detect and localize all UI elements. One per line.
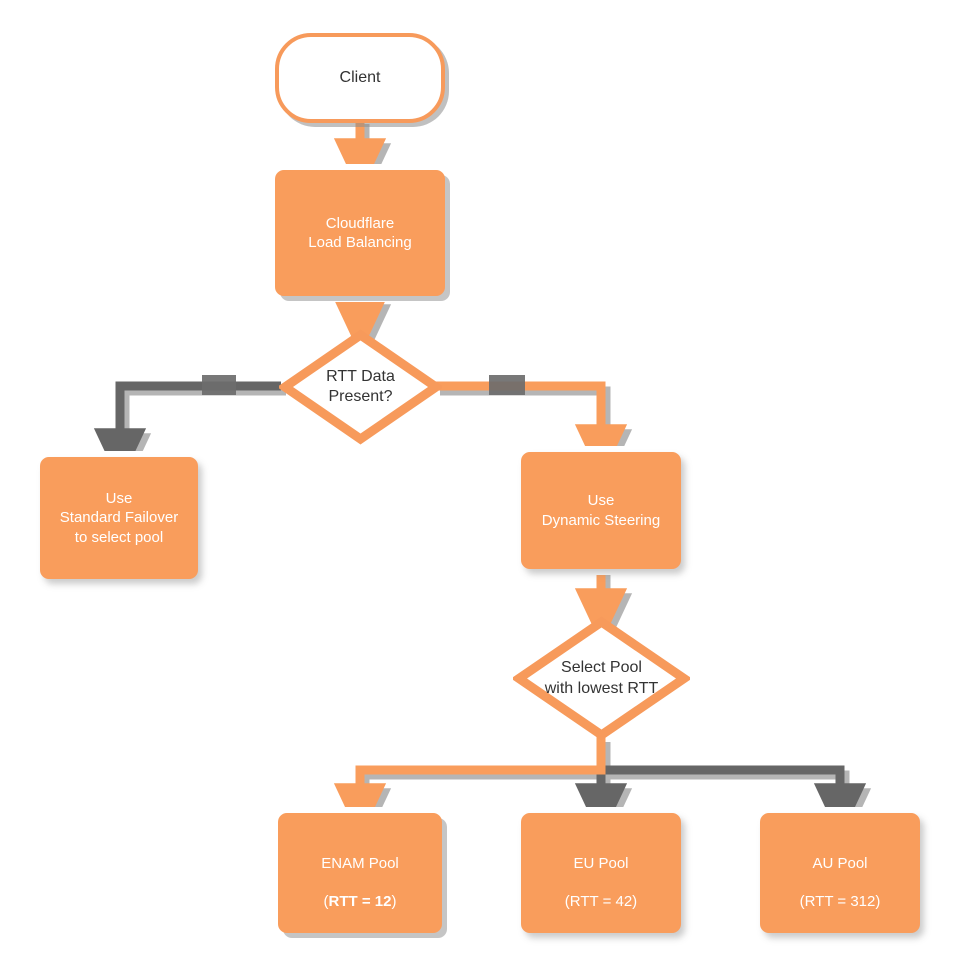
node-cloudflare-load-balancing-label: Cloudflare Load Balancing [308,214,412,251]
node-rtt-data-present-label: RTT Data Present? [326,367,395,405]
node-enam-pool-paren-close: ) [391,893,397,911]
node-au-pool[interactable]: AU Pool (RTT = 312) [760,813,920,933]
node-eu-pool-line1: EU Pool [573,854,629,872]
node-eu-pool-label: EU Pool (RTT = 42) [565,835,637,912]
node-eu-pool[interactable]: EU Pool (RTT = 42) [521,813,681,933]
node-enam-pool-rtt-value: RTT = 12 [328,893,392,911]
edge-label-yes [489,375,525,395]
node-select-pool-lowest-rtt[interactable]: Select Pool with lowest RTT [513,616,690,741]
node-enam-pool-paren-open: ( [323,893,329,911]
diamond-shape-rtt-data-present [279,329,442,445]
node-au-pool-line2: (RTT = 312) [799,893,881,911]
node-use-standard-failover[interactable]: Use Standard Failover to select pool [40,457,198,579]
edge-label-group [202,375,525,395]
node-au-pool-label: AU Pool (RTT = 312) [800,835,881,912]
node-use-dynamic-steering-label: Use Dynamic Steering [541,492,661,529]
node-enam-pool[interactable]: ENAM Pool (RTT = 12) [278,813,442,933]
node-use-standard-failover-label: Use Standard Failover to select pool [59,490,179,546]
edge-select-to-au [601,765,867,839]
node-enam-pool-line1: ENAM Pool [321,854,399,872]
node-use-dynamic-steering[interactable]: Use Dynamic Steering [521,452,681,569]
node-client-label: Client [339,68,381,86]
edge-select-to-enam [333,737,606,839]
edge-decision-to-steering [435,381,628,480]
node-rtt-data-present[interactable]: RTT Data Present? [279,329,442,445]
edge-decision-to-failover [93,381,281,484]
edge-label-no [202,375,236,395]
diamond-shape-select-pool-lowest-rtt [513,616,690,741]
node-select-pool-lowest-rtt-label: Select Pool with lowest RTT [544,659,659,697]
node-enam-pool-label: ENAM Pool (RTT = 12) [321,835,399,912]
node-client[interactable]: Client [275,33,445,123]
node-cloudflare-load-balancing[interactable]: Cloudflare Load Balancing [275,170,445,296]
node-au-pool-line1: AU Pool [812,854,868,872]
node-eu-pool-line2: (RTT = 42) [564,893,638,911]
